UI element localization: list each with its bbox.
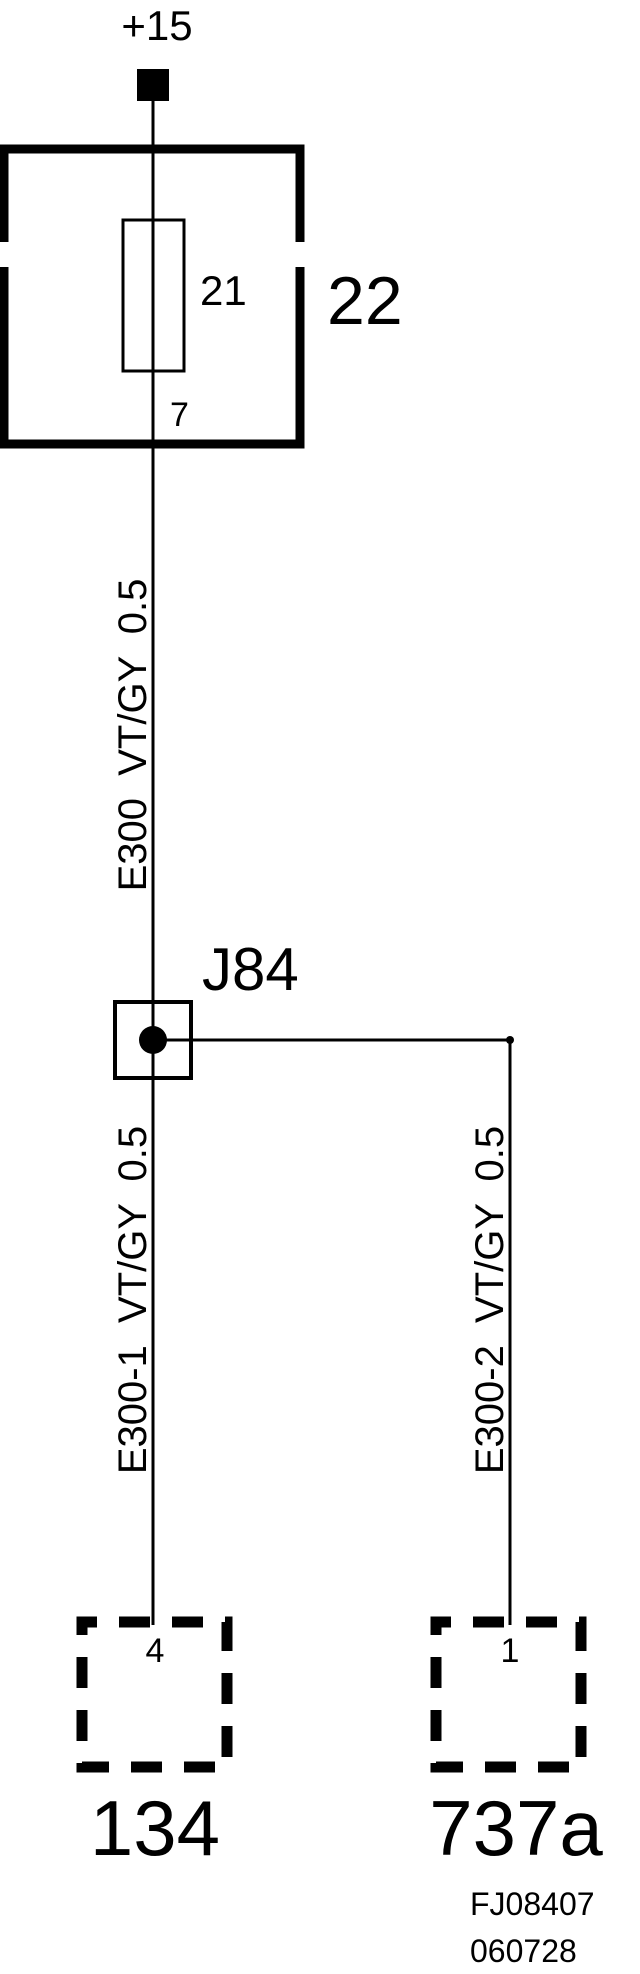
connector-right-id: 737a [429, 1784, 603, 1872]
footer-code: FJ08407 [470, 1886, 595, 1922]
branch-corner-dot [506, 1036, 514, 1044]
fuse-pin: 7 [170, 396, 189, 434]
fuse-number: 21 [200, 267, 247, 314]
connector-right [430, 1616, 587, 1773]
connector-right-pin: 1 [501, 1632, 520, 1670]
connector-left-id: 134 [90, 1784, 220, 1872]
fuse-box-id: 22 [327, 263, 403, 339]
junction-id: J84 [202, 936, 299, 1003]
wire-right-label: E300-2 VT/GY 0.5 [468, 1126, 512, 1474]
supply-terminal [137, 69, 169, 101]
connector-left [76, 1616, 233, 1773]
fuse-box-side-breaks [0, 268, 305, 336]
connector-left-pin: 4 [146, 1632, 165, 1670]
wire-left-label: E300-1 VT/GY 0.5 [111, 1126, 155, 1474]
footer-date: 060728 [470, 1933, 577, 1969]
supply-label: +15 [121, 2, 192, 49]
wire-main-label: E300 VT/GY 0.5 [111, 579, 155, 892]
